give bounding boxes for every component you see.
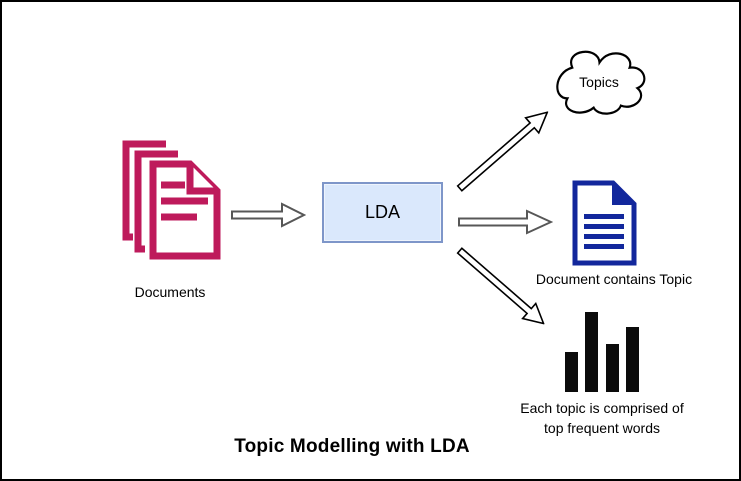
arrow-lda-to-topic-words [446,239,554,340]
documents-label: Documents [134,284,206,300]
cloud-icon [556,50,646,115]
topic-words-label: Each topic is comprised of top frequent … [502,399,702,438]
topics-label: Topics [579,74,619,90]
arrow-lda-to-topics [449,100,561,204]
topic-words-label-line2: top frequent words [544,419,660,436]
arrow-lda-to-document [458,209,553,235]
bar-chart-icon [564,310,640,392]
bar [585,312,599,392]
bar [605,344,619,392]
stacked-documents-icon [122,140,221,260]
bar [625,327,639,392]
diagram-title: Topic Modelling with LDA [234,436,470,457]
document-icon [572,180,637,266]
lda-node: LDA [322,182,443,243]
lda-label: LDA [364,202,400,222]
bar [565,352,578,392]
topic-words-label-line1: Each topic is comprised of [520,400,684,416]
arrow-documents-to-lda [231,202,306,228]
topics-cloud-node: Topics [546,44,652,120]
document-topic-label: Document contains Topic [535,271,693,287]
